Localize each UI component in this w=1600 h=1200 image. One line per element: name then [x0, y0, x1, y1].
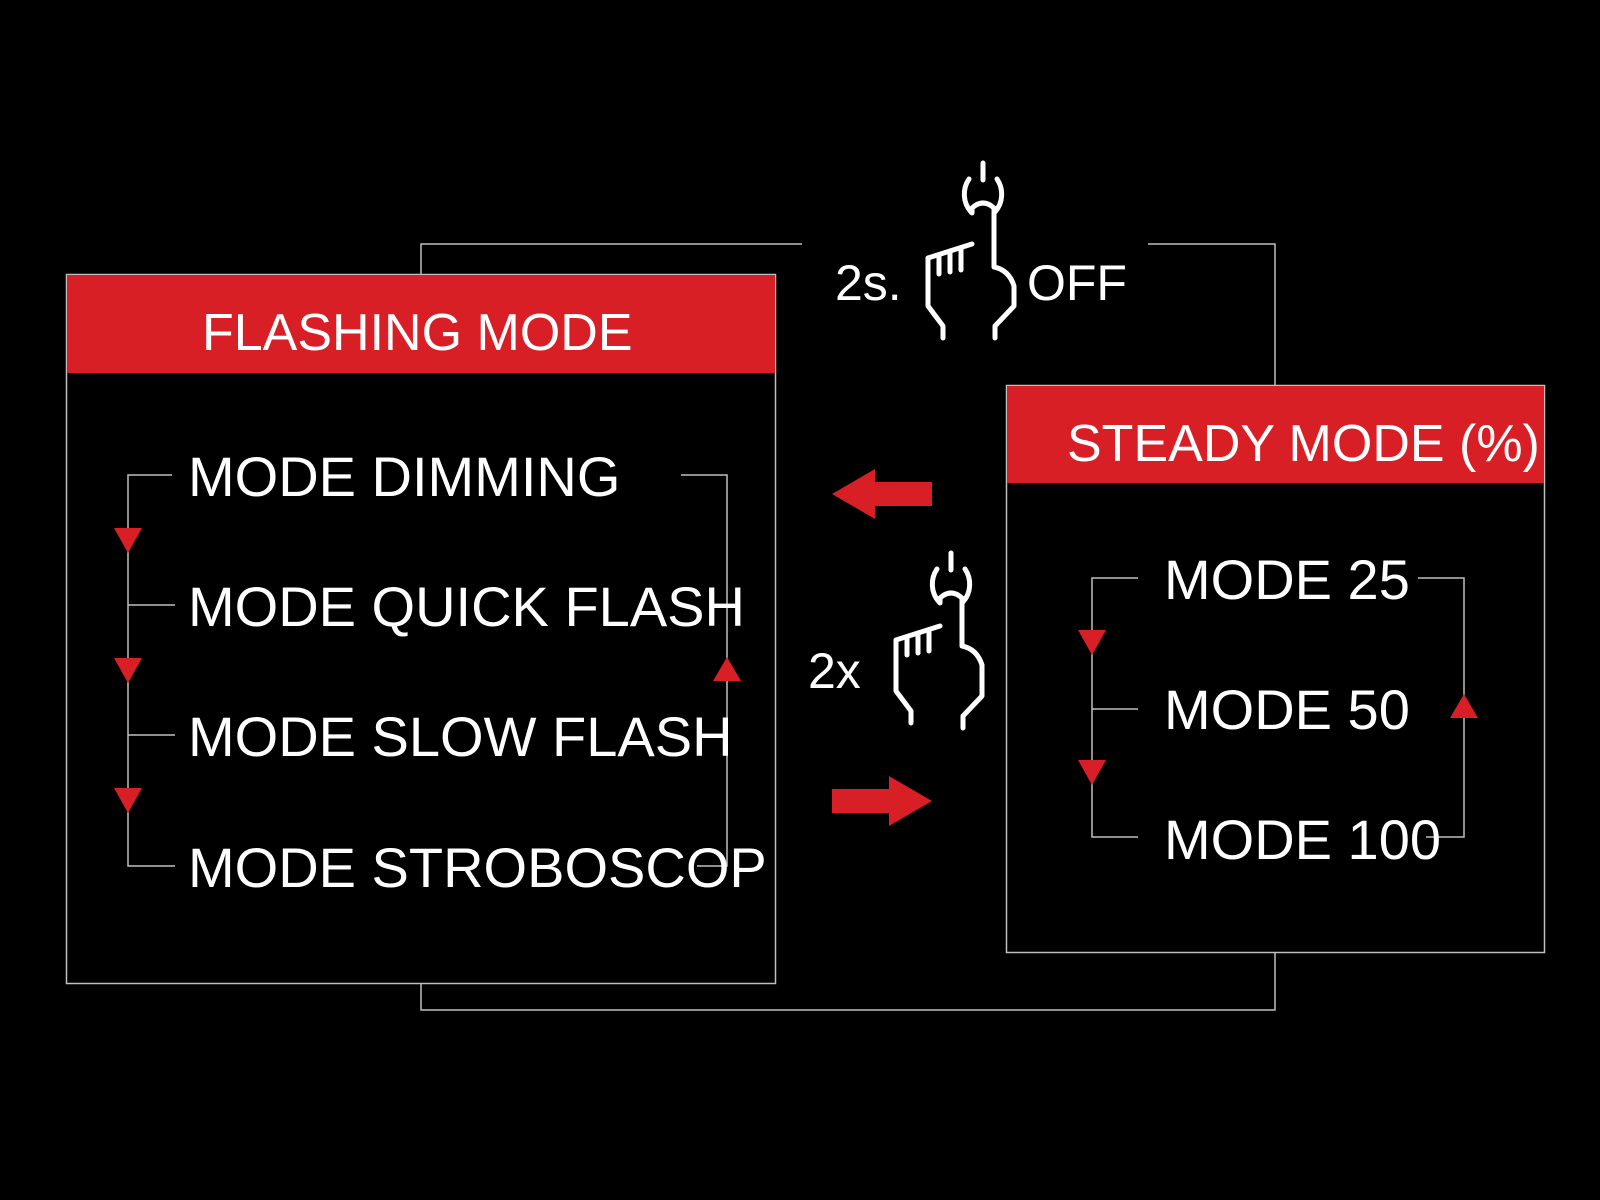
- steady-mode-item: MODE 50: [1164, 678, 1410, 741]
- flashing-mode-box-border: [65, 273, 777, 985]
- flashing-up-arrow: [713, 657, 741, 681]
- steady-mode-item: MODE 25: [1164, 548, 1410, 611]
- arrow-right-to-steady: [832, 776, 932, 826]
- steady-down-arrow-1: [1078, 630, 1106, 655]
- switch-count-label: 2x: [808, 643, 861, 699]
- steady-mode-title: STEADY MODE (%): [1067, 415, 1540, 473]
- steady-cycle-left-line: [1091, 577, 1138, 838]
- off-duration-label: 2s.: [835, 255, 902, 311]
- outer-loop-top-left: [420, 243, 802, 274]
- steady-down-arrow-2: [1078, 760, 1106, 785]
- steady-mode-title-bar: STEADY MODE (%): [1007, 386, 1544, 483]
- steady-mode-item: MODE 100: [1164, 808, 1441, 871]
- flashing-down-arrow-3: [114, 788, 142, 813]
- flashing-mode-item: MODE SLOW FLASH: [188, 705, 733, 768]
- flashing-down-arrow-2: [114, 658, 142, 683]
- arrow-left-to-flashing: [832, 469, 932, 519]
- flashing-mode-title-bar: FLASHING MODE: [67, 275, 775, 373]
- steady-up-arrow: [1450, 694, 1478, 718]
- outer-loop-bottom: [420, 952, 1276, 1011]
- flashing-mode-title: FLASHING MODE: [202, 304, 633, 362]
- flashing-mode-item: MODE QUICK FLASH: [188, 575, 745, 638]
- hand-press-power-icon-off: [925, 160, 1017, 341]
- flashing-mode-item: MODE DIMMING: [188, 445, 621, 508]
- outer-loop-top-right: [1148, 243, 1276, 385]
- hand-press-power-icon-switch: [893, 550, 985, 731]
- off-result-label: OFF: [1027, 255, 1127, 311]
- flashing-down-arrow-1: [114, 528, 142, 553]
- flashing-mode-item: MODE STROBOSCOP: [188, 836, 767, 899]
